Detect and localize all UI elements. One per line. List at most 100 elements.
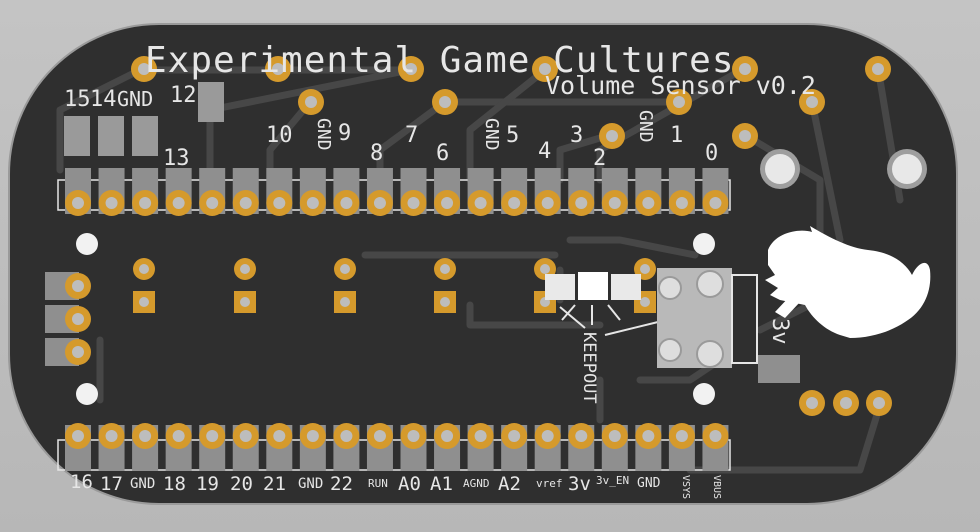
via-pad	[599, 123, 625, 149]
keepout-label: KEEPOUT	[579, 332, 599, 404]
fiducial-dot	[693, 383, 715, 405]
header-pin	[400, 423, 427, 471]
via-pad	[666, 89, 692, 115]
usb-connector	[657, 268, 758, 368]
bottom-pin-label: 22	[330, 473, 353, 495]
header-pin	[98, 168, 125, 216]
top-pin-label: GND	[313, 118, 334, 151]
bottom-pin-label: 20	[230, 473, 253, 495]
top-pin-label: 7	[405, 123, 418, 148]
top-pin-label: 10	[266, 123, 293, 148]
header-pin	[668, 423, 695, 471]
via-pad	[265, 56, 291, 82]
header-pin	[232, 423, 259, 471]
bottom-pin-label: VSYS	[680, 475, 691, 499]
header-pin	[635, 168, 662, 216]
via-pad	[865, 56, 891, 82]
bottom-pin-label: 17	[100, 473, 123, 495]
header-pin	[501, 423, 528, 471]
header-pin	[534, 168, 561, 216]
header-pin	[501, 168, 528, 216]
bottom-pin-label: 3v	[568, 473, 591, 495]
fiducial-dot	[76, 233, 98, 255]
top-pin-label: 12	[170, 83, 197, 108]
bottom-pin-label: GND	[130, 476, 155, 492]
sensor-pad-pair	[334, 258, 356, 313]
top-pin-label: GND	[117, 87, 153, 111]
via-pad	[432, 89, 458, 115]
header-pin	[65, 168, 91, 216]
sensor-pad-pair	[434, 258, 456, 313]
header-pin	[132, 168, 159, 216]
sensor-pad-pair	[234, 258, 256, 313]
board-outline	[8, 23, 958, 505]
header-pin	[333, 423, 360, 471]
via-pad	[532, 56, 558, 82]
via-pad	[799, 89, 825, 115]
header-pin	[199, 168, 226, 216]
bottom-pin-label: vref	[536, 477, 563, 490]
via-pad	[732, 123, 758, 149]
header-pin	[299, 168, 326, 216]
header-pin	[434, 168, 461, 216]
top-pin-label: GND	[481, 118, 502, 151]
header-pin	[132, 423, 159, 471]
header-pin	[668, 168, 695, 216]
top-pin-label: 14	[90, 87, 117, 112]
via-pad	[131, 56, 157, 82]
header-pin	[467, 168, 494, 216]
header-pin	[568, 423, 595, 471]
bottom-pin-label: GND	[298, 476, 323, 492]
top-pin-label: 0	[705, 141, 718, 166]
bird-silhouette-icon	[765, 226, 931, 338]
top-header-outline	[57, 179, 731, 211]
bottom-pin-label: 3v_EN	[596, 474, 629, 487]
top-pin-label: 9	[338, 121, 351, 146]
bottom-pin-label: AGND	[463, 477, 490, 490]
fiducial-dot	[76, 383, 98, 405]
bottom-pin-label: A1	[430, 473, 453, 495]
bottom-pin-label: 21	[263, 473, 286, 495]
header-pin	[434, 423, 461, 471]
header-pin	[366, 423, 393, 471]
header-pin	[601, 168, 628, 216]
bottom-header-pins	[65, 423, 729, 471]
top-pin-label: 8	[370, 141, 383, 166]
header-pin	[467, 423, 494, 471]
bottom-pin-label: 18	[163, 473, 186, 495]
fiducial-dot	[693, 233, 715, 255]
bottom-pin-label: A2	[498, 473, 521, 495]
top-pin-label: 1	[670, 123, 683, 148]
header-pin	[366, 168, 393, 216]
via-pad	[298, 89, 324, 115]
header-pin	[266, 423, 293, 471]
header-pin	[702, 423, 729, 471]
top-pin-label: 13	[163, 146, 190, 171]
mounting-hole	[765, 154, 795, 184]
smd-component	[758, 355, 800, 383]
bottom-pin-label: VBUS	[711, 475, 722, 499]
via-pad	[732, 56, 758, 82]
bottom-pin-label: RUN	[368, 477, 388, 490]
sensor-pad-pair	[133, 258, 155, 313]
header-pin	[165, 423, 192, 471]
top-pin-label: GND	[635, 110, 656, 143]
header-pin	[635, 423, 662, 471]
voltage-label: 3v	[767, 318, 792, 345]
header-pin	[98, 423, 125, 471]
header-pin	[232, 168, 259, 216]
bottom-pin-label: A0	[398, 473, 421, 495]
board-subtitle: Volume Sensor v0.2	[545, 71, 816, 100]
header-pin	[299, 423, 326, 471]
top-pin-label: 2	[593, 146, 606, 171]
keepout-area	[545, 272, 659, 336]
smd-pad	[198, 82, 224, 122]
top-pin-label: 3	[570, 123, 583, 148]
header-pin	[165, 168, 192, 216]
header-pin	[65, 423, 91, 471]
top-pin-label: 5	[506, 123, 519, 148]
board-title: Experimental Game Cultures	[145, 40, 735, 81]
